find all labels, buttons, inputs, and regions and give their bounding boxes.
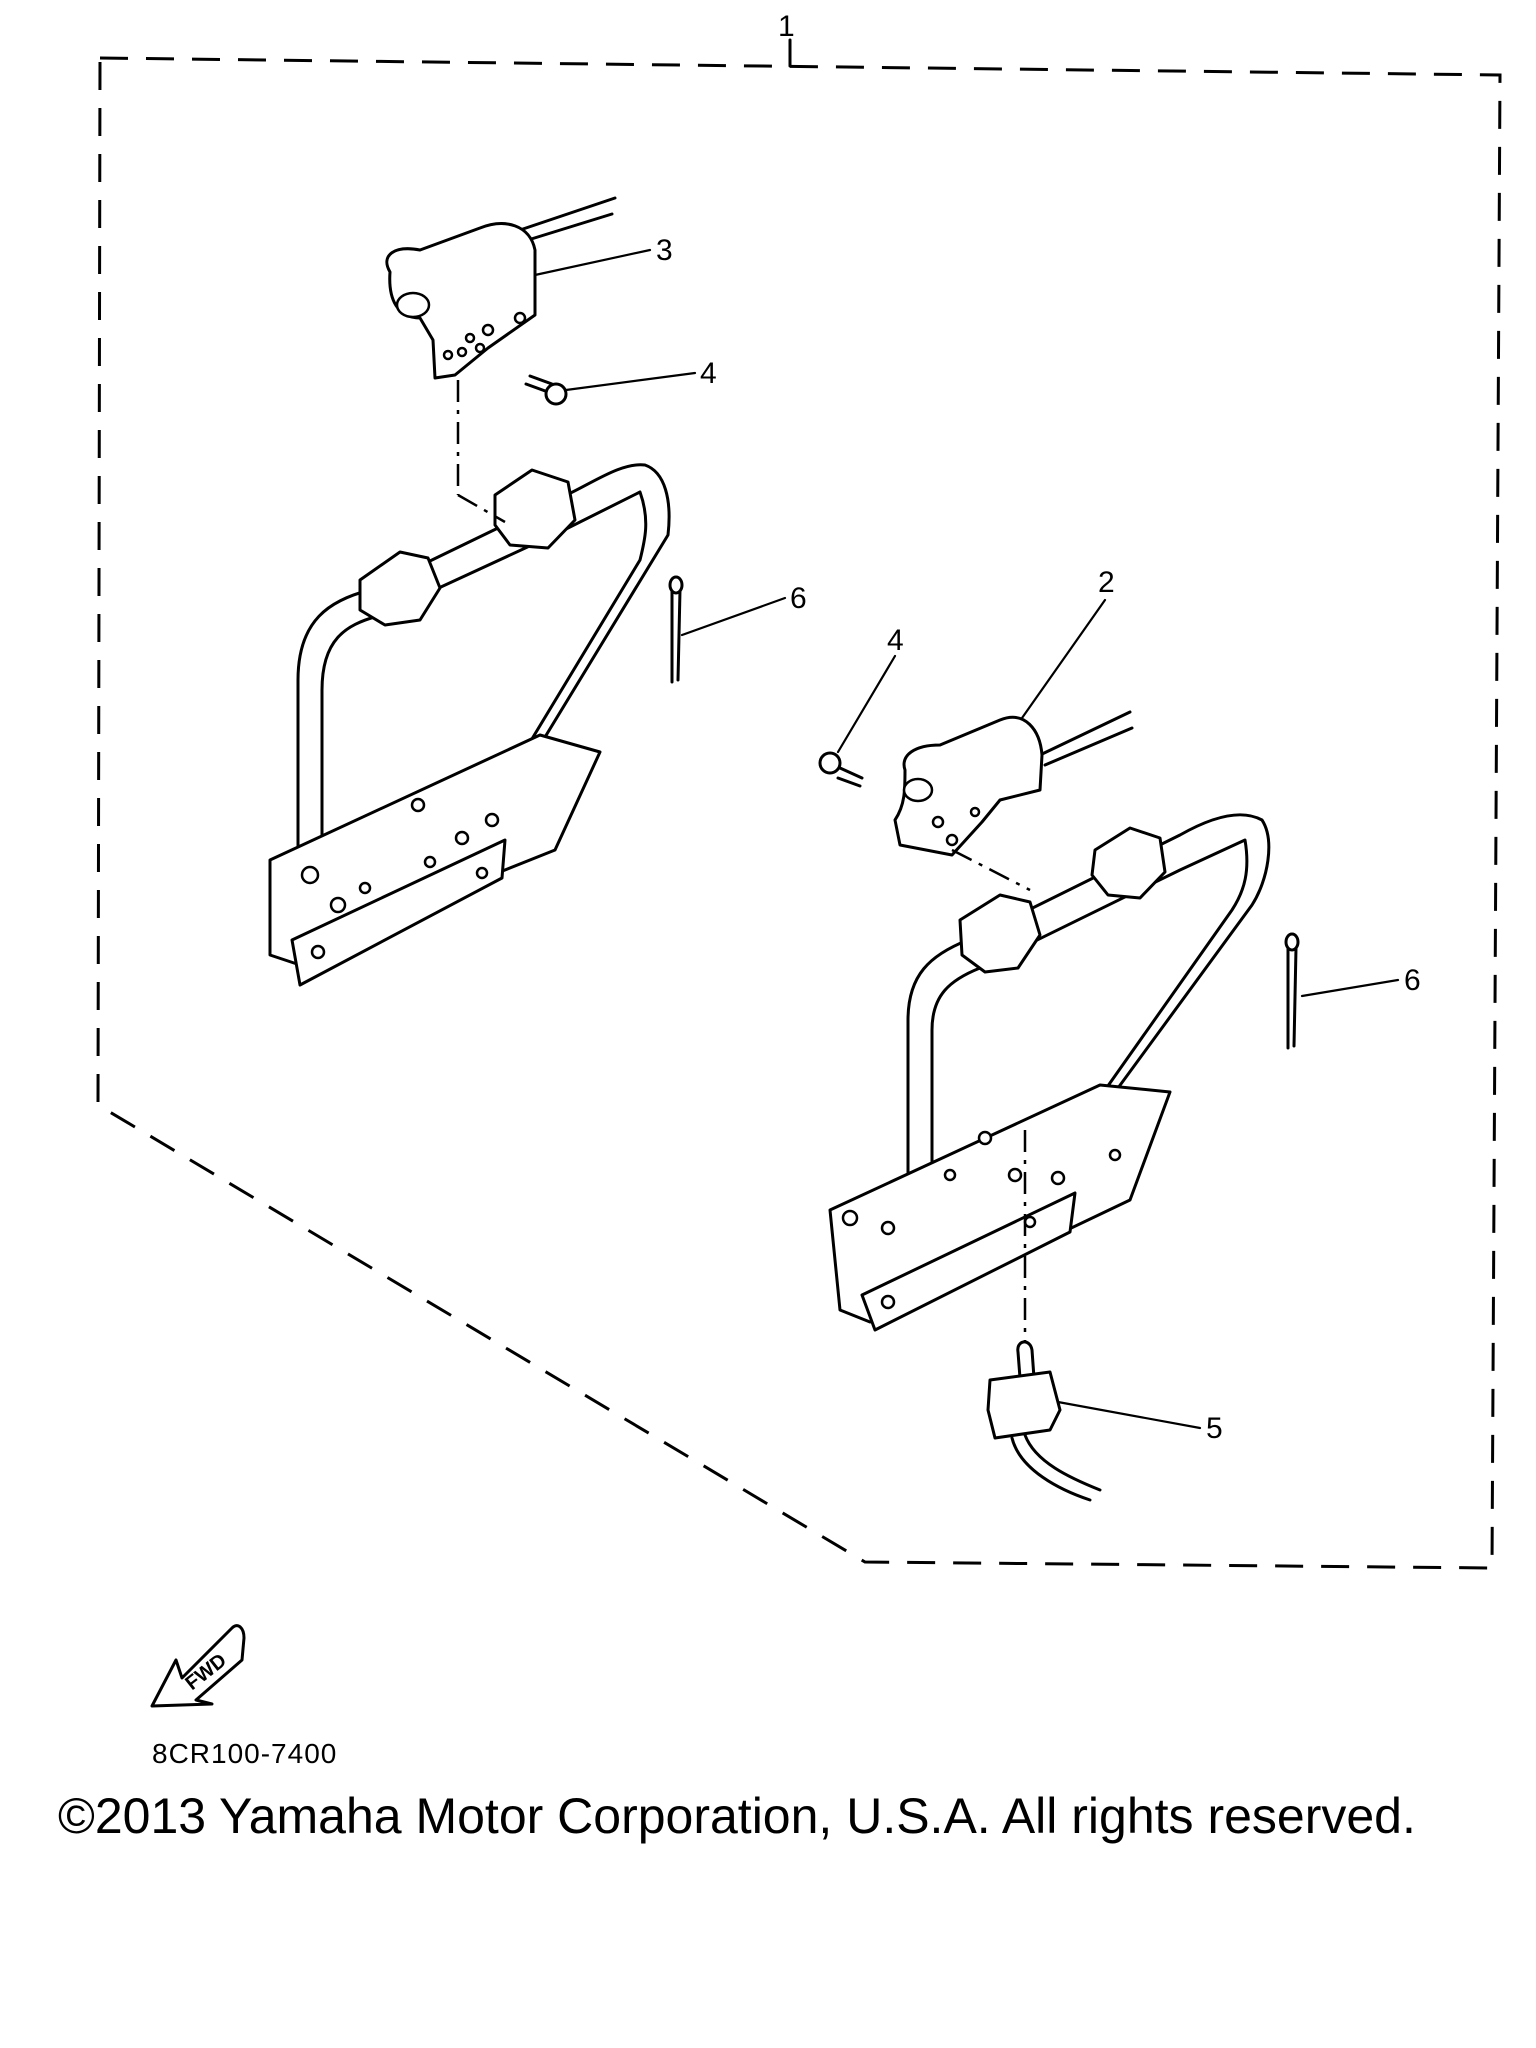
- copyright-notice: ©2013 Yamaha Motor Corporation, U.S.A. A…: [58, 1788, 1416, 1844]
- callout-left-grip-heater: 3: [656, 234, 673, 267]
- kit-boundary: [96, 38, 1502, 1570]
- callout-tie-right: 6: [1404, 964, 1421, 997]
- callout-screw-left: 4: [700, 357, 717, 390]
- left-handlebar-part: [268, 463, 671, 987]
- switch-part: [986, 1340, 1102, 1502]
- callout-screw-right: 4: [887, 624, 904, 657]
- left-screw-part: [524, 374, 568, 406]
- part-code: 8CR100-7400: [152, 1738, 338, 1769]
- right-grip-heater-part: [893, 710, 1134, 857]
- callout-switch: 5: [1206, 1412, 1223, 1445]
- assembly-guide-lines: [456, 380, 1031, 1342]
- right-cable-tie-part: [1284, 932, 1300, 1050]
- right-handlebar-part: [828, 813, 1271, 1332]
- callout-right-grip-heater: 2: [1098, 566, 1115, 599]
- left-grip-heater-part: [385, 196, 617, 380]
- callout-tie-left: 6: [790, 582, 807, 615]
- leader-lines: [533, 248, 1400, 1430]
- fwd-arrow-icon: FWD: [150, 1624, 246, 1708]
- right-screw-part: [818, 751, 864, 788]
- left-cable-tie-part: [668, 575, 684, 684]
- callout-kit: 1: [778, 10, 795, 43]
